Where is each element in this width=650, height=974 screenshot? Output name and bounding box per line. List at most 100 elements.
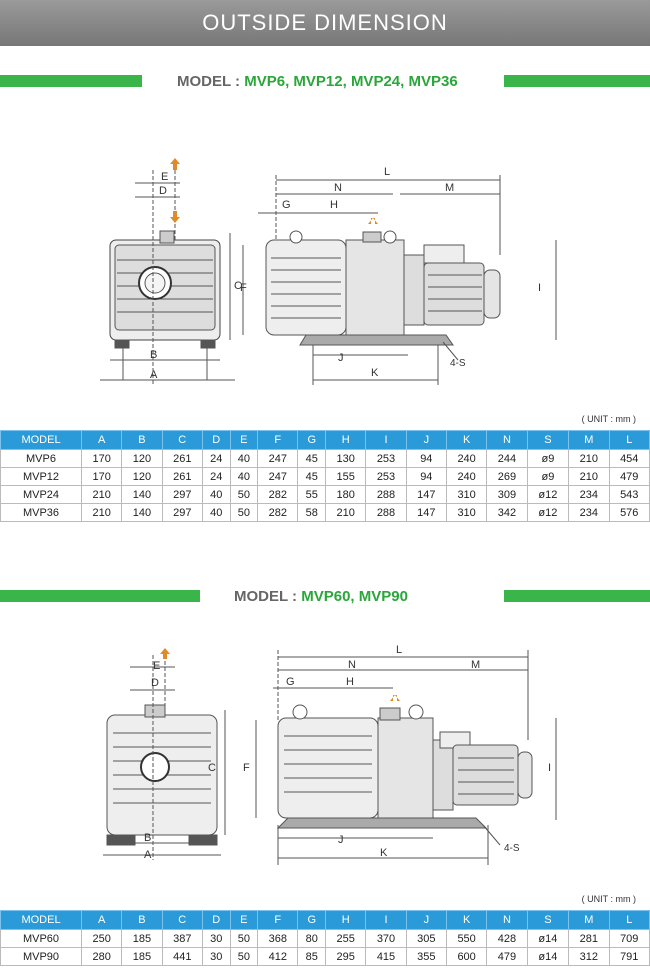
model-cell: MVP60 xyxy=(0,929,82,948)
value-cell: 140 xyxy=(121,503,163,522)
dim-label-f: F xyxy=(240,282,247,294)
dim-label-k: K xyxy=(371,367,379,379)
value-cell: 269 xyxy=(486,467,528,486)
value-cell: 24 xyxy=(201,467,231,486)
value-cell: 120 xyxy=(121,467,163,486)
dim-label-4s: 4-S xyxy=(450,358,466,369)
value-cell: 355 xyxy=(405,947,447,966)
model-title: MODEL : MVP6, MVP12, MVP24, MVP36 xyxy=(177,73,458,90)
dim-label-f: F xyxy=(243,762,250,774)
value-cell: 234 xyxy=(568,485,610,504)
column-header: F xyxy=(257,430,299,450)
page-banner: OUTSIDE DIMENSION xyxy=(0,0,650,46)
value-cell: ø12 xyxy=(526,485,570,504)
value-cell: ø9 xyxy=(526,467,570,486)
value-cell: 310 xyxy=(445,503,488,522)
value-cell: 147 xyxy=(405,485,447,504)
column-header: J xyxy=(405,910,447,930)
side-view-drawing-1: L N M G H I J K F 4-S xyxy=(240,166,557,385)
value-cell: 415 xyxy=(365,947,407,966)
model-cell: MVP6 xyxy=(0,449,82,468)
intake-arrow-icon xyxy=(368,218,378,224)
dim-label-h: H xyxy=(346,676,354,688)
value-cell: 791 xyxy=(608,947,650,966)
value-cell: 50 xyxy=(229,947,259,966)
dim-label-k: K xyxy=(380,847,388,859)
green-bar-right xyxy=(504,75,650,87)
value-cell: 147 xyxy=(405,503,447,522)
model-cell: MVP12 xyxy=(0,467,82,486)
value-cell: 288 xyxy=(365,485,407,504)
value-cell: 288 xyxy=(365,503,407,522)
value-cell: 261 xyxy=(161,467,203,486)
dim-label-n: N xyxy=(334,182,342,194)
dim-label-c: C xyxy=(234,280,242,292)
value-cell: ø14 xyxy=(526,947,570,966)
column-header: D xyxy=(201,430,231,450)
model-heading-1: MODEL : MVP6, MVP12, MVP24, MVP36 xyxy=(0,73,650,90)
dim-label-a: A xyxy=(144,849,152,861)
column-header: A xyxy=(80,430,123,450)
value-cell: 247 xyxy=(257,467,299,486)
value-cell: 280 xyxy=(80,947,123,966)
dim-label-i: I xyxy=(548,762,551,774)
column-header: E xyxy=(229,910,259,930)
column-header: H xyxy=(325,430,367,450)
value-cell: 309 xyxy=(486,485,528,504)
dim-label-m: M xyxy=(445,182,454,194)
dim-label-i: I xyxy=(538,282,541,294)
column-header: L xyxy=(608,910,650,930)
column-header: G xyxy=(297,910,327,930)
column-header: S xyxy=(526,910,570,930)
value-cell: 180 xyxy=(325,485,367,504)
value-cell: 550 xyxy=(445,929,488,948)
value-cell: 310 xyxy=(445,485,488,504)
value-cell: 185 xyxy=(121,947,163,966)
value-cell: 479 xyxy=(486,947,528,966)
exhaust-arrow-icon xyxy=(170,158,180,170)
column-header: S xyxy=(526,430,570,450)
model-title: MODEL : MVP60, MVP90 xyxy=(234,588,408,605)
value-cell: 297 xyxy=(161,485,203,504)
model-prefix: MODEL : xyxy=(234,588,302,605)
value-cell: 24 xyxy=(201,449,231,468)
column-header: M xyxy=(568,430,610,450)
column-header: I xyxy=(365,910,407,930)
dim-label-4s: 4-S xyxy=(504,843,520,854)
value-cell: ø12 xyxy=(526,503,570,522)
dim-label-c: C xyxy=(208,762,216,774)
value-cell: 94 xyxy=(405,449,447,468)
value-cell: ø14 xyxy=(526,929,570,948)
side-view-drawing-2: L N M G H I J K F 4-S xyxy=(243,644,557,865)
value-cell: 155 xyxy=(325,467,367,486)
value-cell: 297 xyxy=(161,503,203,522)
value-cell: 50 xyxy=(229,929,259,948)
dim-label-j: J xyxy=(338,352,344,364)
dim-label-a: A xyxy=(150,369,158,381)
dim-label-b: B xyxy=(150,349,157,361)
column-header: K xyxy=(445,430,488,450)
value-cell: 244 xyxy=(486,449,528,468)
dim-label-l: L xyxy=(384,166,390,178)
value-cell: 261 xyxy=(161,449,203,468)
column-header: B xyxy=(121,430,163,450)
dim-label-e: E xyxy=(161,171,168,183)
column-header: MODEL xyxy=(0,430,82,450)
value-cell: 210 xyxy=(568,467,610,486)
value-cell: 50 xyxy=(229,485,259,504)
column-header: E xyxy=(229,430,259,450)
value-cell: 85 xyxy=(297,947,327,966)
column-header: MODEL xyxy=(0,910,82,930)
value-cell: ø9 xyxy=(526,449,570,468)
dim-label-b: B xyxy=(144,832,151,844)
front-view-drawing-1: E D C B A xyxy=(100,158,242,385)
value-cell: 412 xyxy=(257,947,299,966)
dim-label-n: N xyxy=(348,659,356,671)
